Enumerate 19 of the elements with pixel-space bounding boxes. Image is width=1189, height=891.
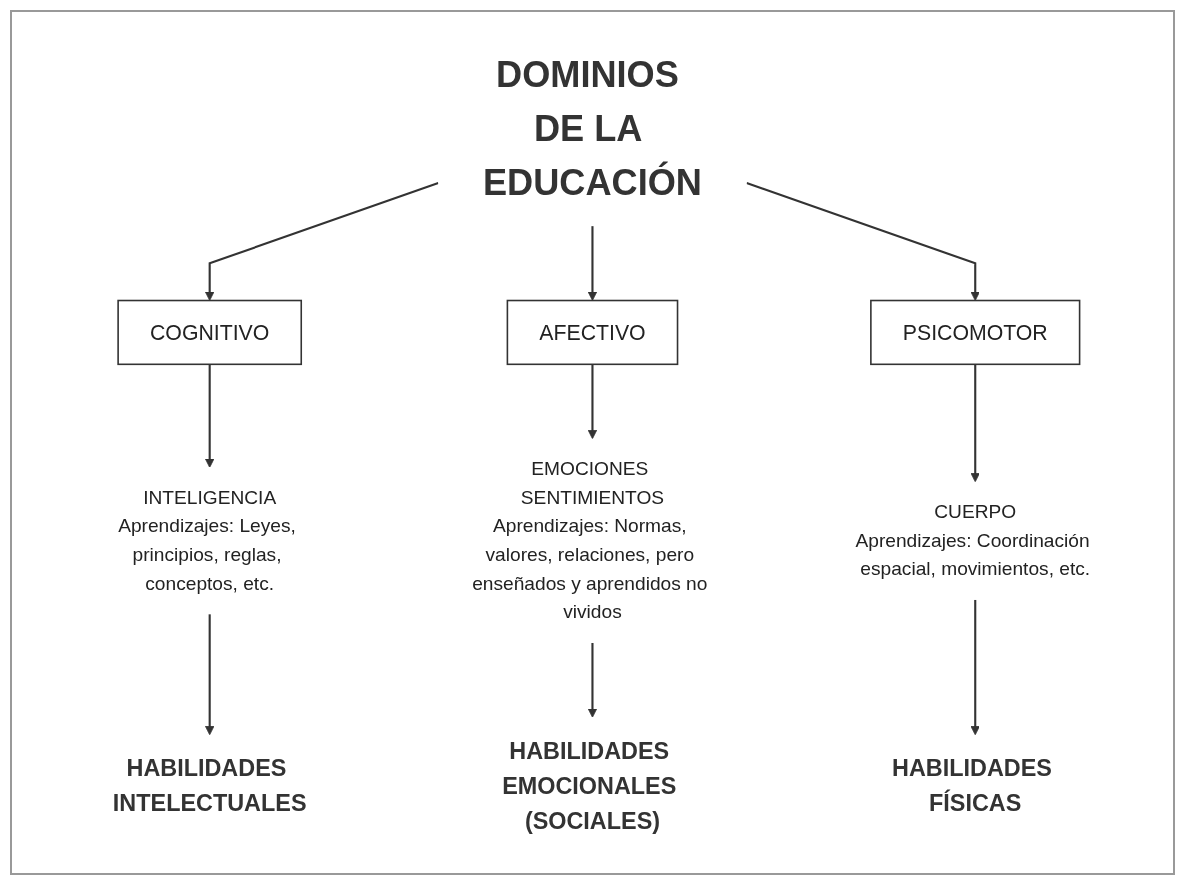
node-box: COGNITIVO [117,299,303,365]
node-text: CUERPO Aprendizajes: Coordinación espacial, movimientos, etc. [855,500,1091,580]
node-text: HABILIDADES EMOCIONALES (SOCIALES) [502,737,677,834]
arrow [587,225,598,301]
arrow [746,181,980,301]
arrow [970,599,980,735]
node-box: PSICOMOTOR [870,299,1081,365]
node-box: AFECTIVO [506,299,679,365]
arrow [205,363,215,468]
node-text: HABILIDADES FÍSICAS [892,754,1052,817]
arrow [587,363,598,439]
node-text: HABILIDADES INTELECTUALES [112,754,307,817]
node-text: DOMINIOS DE LA EDUCACIÓN [483,53,702,203]
node-text: INTELIGENCIA Aprendizajes: Leyes, principios, reglas, conceptos, etc. [118,486,296,594]
arrow [205,613,215,735]
arrow [970,363,980,482]
arrow [587,642,598,718]
arrow [205,181,439,301]
node-text: EMOCIONES SENTIMIENTOS Aprendizajes: Normas, valores, relaciones, pero enseñados y aprendidos no vividos [472,457,708,623]
